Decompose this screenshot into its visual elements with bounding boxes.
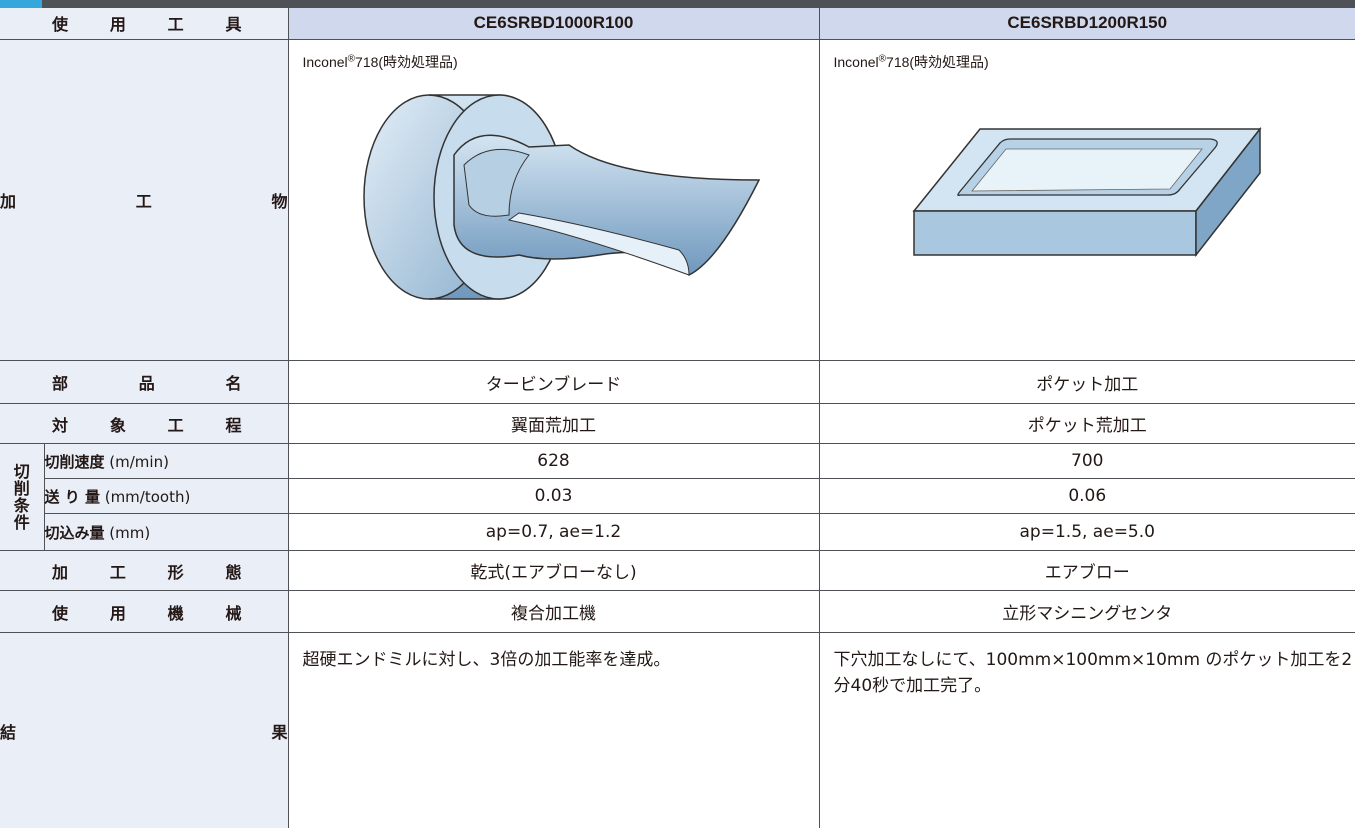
result-2: 下穴加工なしにて、100mm×100mm×10mm のポケット加工を2分40秒で… (818, 632, 1355, 828)
process-2: ポケット荒加工 (818, 403, 1355, 445)
row-workpiece: 加 工 物 Inconel®718(時効処理品) (0, 39, 1355, 362)
material-2: Inconel®718(時効処理品) (833, 53, 989, 70)
row-depth: 切込み量 (mm) ap=0.7, ae=1.2 ap=1.5, ae=5.0 (0, 513, 1355, 552)
process-1: 翼面荒加工 (287, 403, 819, 445)
depth-2: ap=1.5, ae=5.0 (818, 513, 1355, 552)
speed-2: 700 (818, 443, 1355, 479)
machining-case-table: 使 用 工 具 CE6SRBD1000R100 CE6SRBD1200R150 … (0, 8, 1355, 828)
part-name-1: タービンブレード (287, 360, 819, 405)
machining-type-2: エアブロー (818, 550, 1355, 592)
label-machine: 使 用 機 械 (0, 590, 288, 634)
workpiece-cell-1: Inconel®718(時効処理品) (287, 39, 819, 362)
label-cutting-speed: 切削速度 (m/min) (44, 443, 288, 479)
part-name-2: ポケット加工 (818, 360, 1355, 405)
top-bar (0, 0, 1355, 8)
result-1: 超硬エンドミルに対し、3倍の加工能率を達成。 (287, 632, 819, 828)
turbine-blade-illustration (362, 94, 760, 300)
label-tool: 使 用 工 具 (0, 8, 288, 40)
machine-1: 複合加工機 (287, 590, 819, 634)
label-machining-type: 加 工 形 態 (0, 550, 288, 592)
label-feed: 送 り 量 (mm/tooth) (44, 478, 288, 515)
tool-name-1: CE6SRBD1000R100 (287, 8, 819, 40)
top-bar-accent (0, 0, 42, 8)
row-cutting-speed: 切 削 条 件 切削速度 (m/min) 628 700 (0, 443, 1355, 552)
label-workpiece: 加 工 物 (0, 39, 288, 362)
row-result: 結 果 超硬エンドミルに対し、3倍の加工能率を達成。 下穴加工なしにて、100m… (0, 632, 1355, 828)
machining-type-1: 乾式(エアブローなし) (287, 550, 819, 592)
feed-1: 0.03 (287, 478, 819, 515)
pocket-block-illustration (911, 126, 1262, 257)
row-process: 対 象 工 程 翼面荒加工 ポケット荒加工 (0, 403, 1355, 445)
row-part-name: 部 品 名 タービンブレード ポケット加工 (0, 360, 1355, 405)
material-1: Inconel®718(時効処理品) (302, 53, 458, 70)
row-feed: 送 り 量 (mm/tooth) 0.03 0.06 (0, 478, 1355, 515)
machine-2: 立形マシニングセンタ (818, 590, 1355, 634)
label-process: 対 象 工 程 (0, 403, 288, 445)
tool-name-2: CE6SRBD1200R150 (818, 8, 1355, 40)
speed-1: 628 (287, 443, 819, 479)
workpiece-cell-2: Inconel®718(時効処理品) (818, 39, 1355, 362)
label-cutting-conditions: 切 削 条 件 (0, 443, 45, 552)
row-tool: 使 用 工 具 CE6SRBD1000R100 CE6SRBD1200R150 (0, 8, 1355, 40)
row-machining-type: 加 工 形 態 乾式(エアブローなし) エアブロー (0, 550, 1355, 592)
label-depth: 切込み量 (mm) (44, 513, 288, 552)
depth-1: ap=0.7, ae=1.2 (287, 513, 819, 552)
row-machine: 使 用 機 械 複合加工機 立形マシニングセンタ (0, 590, 1355, 634)
label-result: 結 果 (0, 632, 288, 828)
label-part-name: 部 品 名 (0, 360, 288, 405)
feed-2: 0.06 (818, 478, 1355, 515)
